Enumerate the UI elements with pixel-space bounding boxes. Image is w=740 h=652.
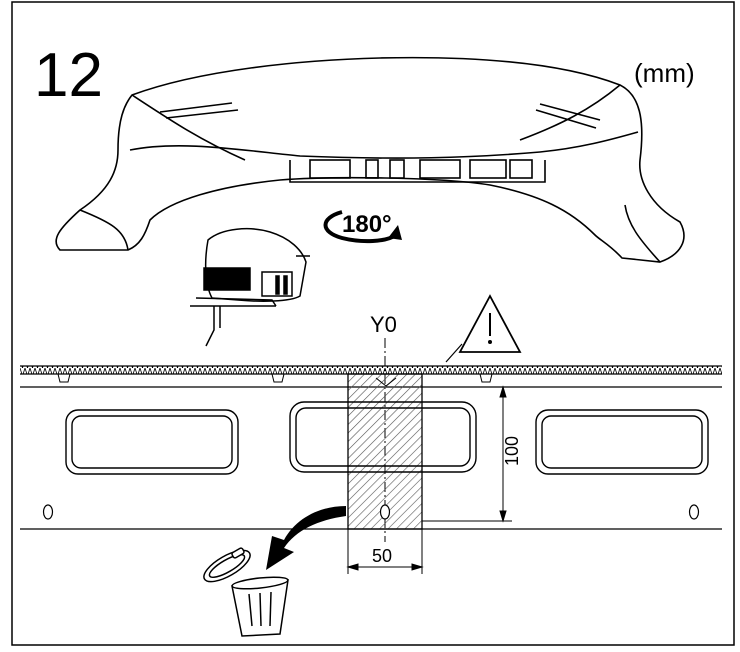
reference-label: Y0 <box>370 312 397 337</box>
panel-border <box>11 1 735 646</box>
mounting-holes <box>42 504 700 520</box>
height-dimension-label: 100 <box>502 436 522 466</box>
width-dimension <box>346 529 424 574</box>
units-label: (mm) <box>634 58 695 88</box>
jigsaw-tool-icon <box>190 227 310 347</box>
step-number: 12 <box>34 41 103 110</box>
vent-openings <box>65 401 709 475</box>
discard-arrow-icon <box>266 506 346 570</box>
height-dimension <box>422 385 512 523</box>
rotate-180-icon: 180° <box>323 210 402 244</box>
rotation-label: 180° <box>342 211 392 238</box>
width-dimension-label: 50 <box>372 546 392 566</box>
trash-can-icon <box>203 547 289 637</box>
mounting-clips <box>57 373 493 383</box>
warning-triangle-icon <box>445 294 522 363</box>
cut-area <box>347 373 423 530</box>
bumper-diffuser <box>55 56 685 263</box>
part-top-edge <box>20 365 722 375</box>
